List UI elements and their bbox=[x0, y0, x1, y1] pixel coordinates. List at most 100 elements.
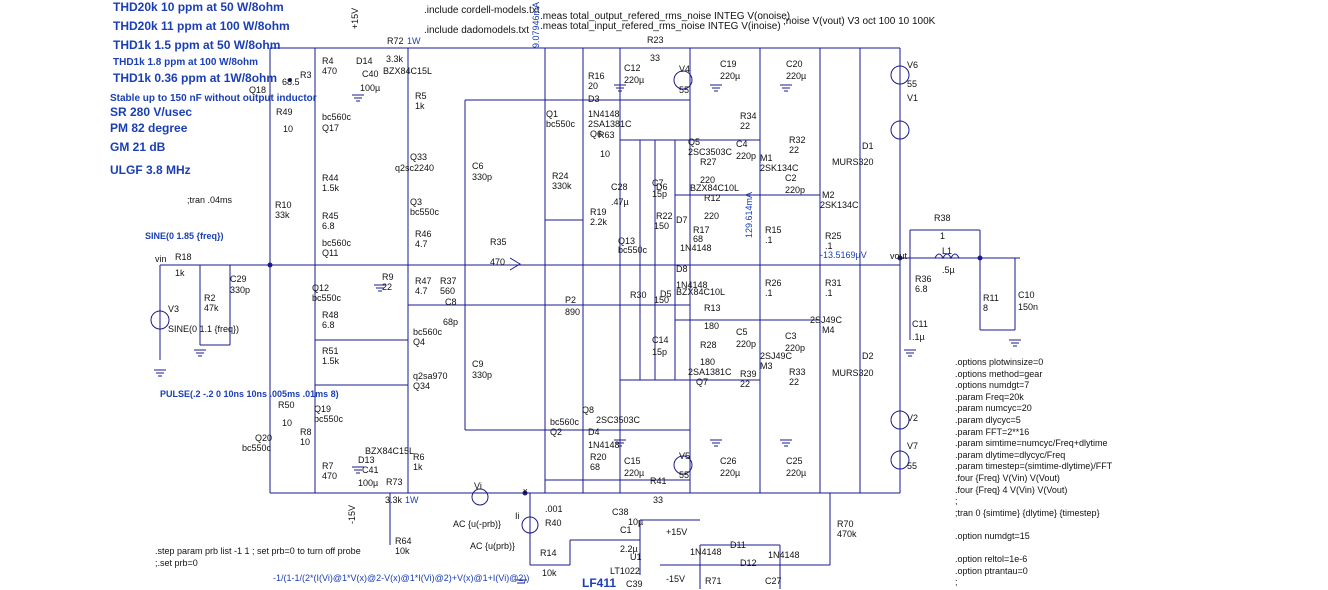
label-V7-value: 55 bbox=[907, 461, 918, 471]
label-V5-value: 55 bbox=[679, 470, 690, 480]
label-Q19-model: bc550c bbox=[314, 414, 344, 424]
label-M3-model: 2SJ49C bbox=[760, 351, 793, 361]
label-C14-value: 15p bbox=[652, 347, 668, 357]
label-R71: R71 bbox=[705, 576, 722, 586]
options-line: .option numdgt=15 bbox=[955, 531, 1030, 541]
label-R72: R72 bbox=[387, 36, 404, 46]
label-R19: R19 bbox=[590, 207, 607, 217]
net-vi: Vi bbox=[474, 481, 482, 491]
label-V4-value: 55 bbox=[679, 85, 690, 95]
label-C28: C28 bbox=[611, 182, 628, 192]
net-minus15v-opamp: -15V bbox=[666, 574, 686, 584]
label-R51-value: 1.5k bbox=[322, 356, 340, 366]
probe-current-1: 9.07946mA bbox=[531, 1, 541, 48]
label-R11: R11 bbox=[983, 293, 999, 303]
label-C2-value: 220p bbox=[785, 185, 806, 195]
label-R32: R32 bbox=[789, 135, 806, 145]
label-R40-value: .001 bbox=[545, 504, 563, 514]
options-line: .param FFT=2**16 bbox=[955, 426, 1030, 437]
label-R27: R27 bbox=[700, 157, 717, 167]
directive-tran: ;tran .04ms bbox=[187, 195, 233, 205]
label-R36-value: 6.8 bbox=[915, 284, 928, 294]
source-sine-2: SINE(0 1.1 {freq}) bbox=[168, 324, 240, 334]
label-D3: D3 bbox=[588, 94, 600, 104]
options-line: .four {Freq} V(Vin) V(Vout) bbox=[955, 473, 1060, 483]
probe-voltage: -13.5169µV bbox=[820, 250, 867, 260]
label-R10: R10 bbox=[275, 200, 292, 210]
annotation-gain-margin: GM 21 dB bbox=[110, 140, 166, 154]
label-R49-value: 10 bbox=[283, 124, 294, 134]
label-R13: R13 bbox=[704, 303, 721, 313]
label-R24: R24 bbox=[552, 171, 569, 181]
label-R3-value: 68.5 bbox=[282, 77, 300, 87]
label-R32-value: 22 bbox=[789, 145, 800, 155]
label-R22: R22 bbox=[656, 211, 673, 221]
label-C29-value: 330p bbox=[230, 285, 251, 295]
net-x: x bbox=[523, 486, 528, 496]
label-R20: R20 bbox=[590, 452, 607, 462]
options-line: .param timestep=(simtime-dlytime)/FFT bbox=[955, 461, 1113, 472]
label-C11-value: .1µ bbox=[912, 332, 925, 342]
label-R47: R47 bbox=[415, 276, 432, 286]
label-C26: C26 bbox=[720, 456, 737, 466]
label-D3-model: 1N4148 bbox=[588, 109, 620, 119]
label-D2: D2 bbox=[862, 351, 874, 361]
label-R5: R5 bbox=[415, 91, 427, 101]
label-C38: C38 bbox=[612, 507, 629, 517]
label-Q19: Q19 bbox=[314, 404, 332, 414]
label-Q11: Q11 bbox=[322, 248, 339, 258]
label-V1: V1 bbox=[907, 93, 919, 103]
label-C11: C11 bbox=[912, 319, 928, 329]
label-Q6: Q6 bbox=[590, 129, 603, 139]
label-C10-value: 150n bbox=[1018, 302, 1039, 312]
label-C15-value: 220µ bbox=[624, 468, 645, 478]
label-C25: C25 bbox=[786, 456, 803, 466]
label-R35: R35 bbox=[490, 237, 507, 247]
label-R73: R73 bbox=[386, 477, 403, 487]
label-R70-value: 470k bbox=[837, 529, 857, 539]
label-V4: V4 bbox=[679, 64, 691, 74]
label-C14: C14 bbox=[652, 335, 669, 345]
label-R41-value: 33 bbox=[653, 495, 664, 505]
label-C10: C10 bbox=[1018, 290, 1035, 300]
label-Q33: Q33 bbox=[410, 152, 428, 162]
label-D4-model: 1N4148 bbox=[588, 440, 620, 450]
label-R20-value: 68 bbox=[590, 462, 601, 472]
net-vout: vout bbox=[890, 251, 908, 261]
label-R36: R36 bbox=[915, 274, 932, 284]
label-R34: R34 bbox=[740, 111, 757, 121]
label-C40: C40 bbox=[362, 69, 379, 79]
label-M2: M2 bbox=[822, 190, 835, 200]
label-R38: R38 bbox=[934, 213, 951, 223]
label-Q7-model: 2SA1381C bbox=[688, 367, 732, 377]
label-Q6-model: 2SA1381C bbox=[588, 119, 632, 129]
label-R18: R18 bbox=[175, 252, 192, 262]
label-R28-value: 180 bbox=[700, 357, 716, 367]
label-C1: C1 bbox=[620, 525, 632, 535]
label-Q4-model: bc560c bbox=[413, 327, 443, 337]
label-Q4: Q4 bbox=[413, 337, 426, 347]
label-R12-value: 220 bbox=[704, 211, 720, 221]
label-C19: C19 bbox=[720, 59, 737, 69]
label-R2-value: 47k bbox=[204, 303, 219, 313]
options-line: .options method=gear bbox=[955, 368, 1043, 379]
label-Q5-model: 2SC3503C bbox=[688, 147, 733, 157]
label-Q18: Q18 bbox=[249, 85, 267, 95]
label-V6-value: 55 bbox=[907, 79, 918, 89]
annotation-slew-rate: SR 280 V/usec bbox=[110, 105, 193, 119]
label-C28-value: .47µ bbox=[611, 197, 629, 207]
label-D6-model: BZX84C10L bbox=[690, 183, 740, 193]
label-R13-value: 180 bbox=[704, 321, 720, 331]
label-R2: R2 bbox=[204, 293, 216, 303]
label-R27-value: 220 bbox=[700, 175, 716, 185]
label-R50-value: 10 bbox=[282, 418, 293, 428]
label-D9-model: 1N4148 bbox=[690, 547, 722, 557]
label-C29: C29 bbox=[230, 274, 247, 284]
label-D14-model: BZX84C15L bbox=[383, 66, 433, 76]
label-R18-value: 1k bbox=[175, 268, 185, 278]
label-C41-value: 100µ bbox=[358, 478, 379, 488]
label-R26-value: .1 bbox=[765, 288, 773, 298]
label-R10-value: 33k bbox=[275, 210, 290, 220]
directive-noise: ;noise V(vout) V3 oct 100 10 100K bbox=[783, 16, 936, 27]
